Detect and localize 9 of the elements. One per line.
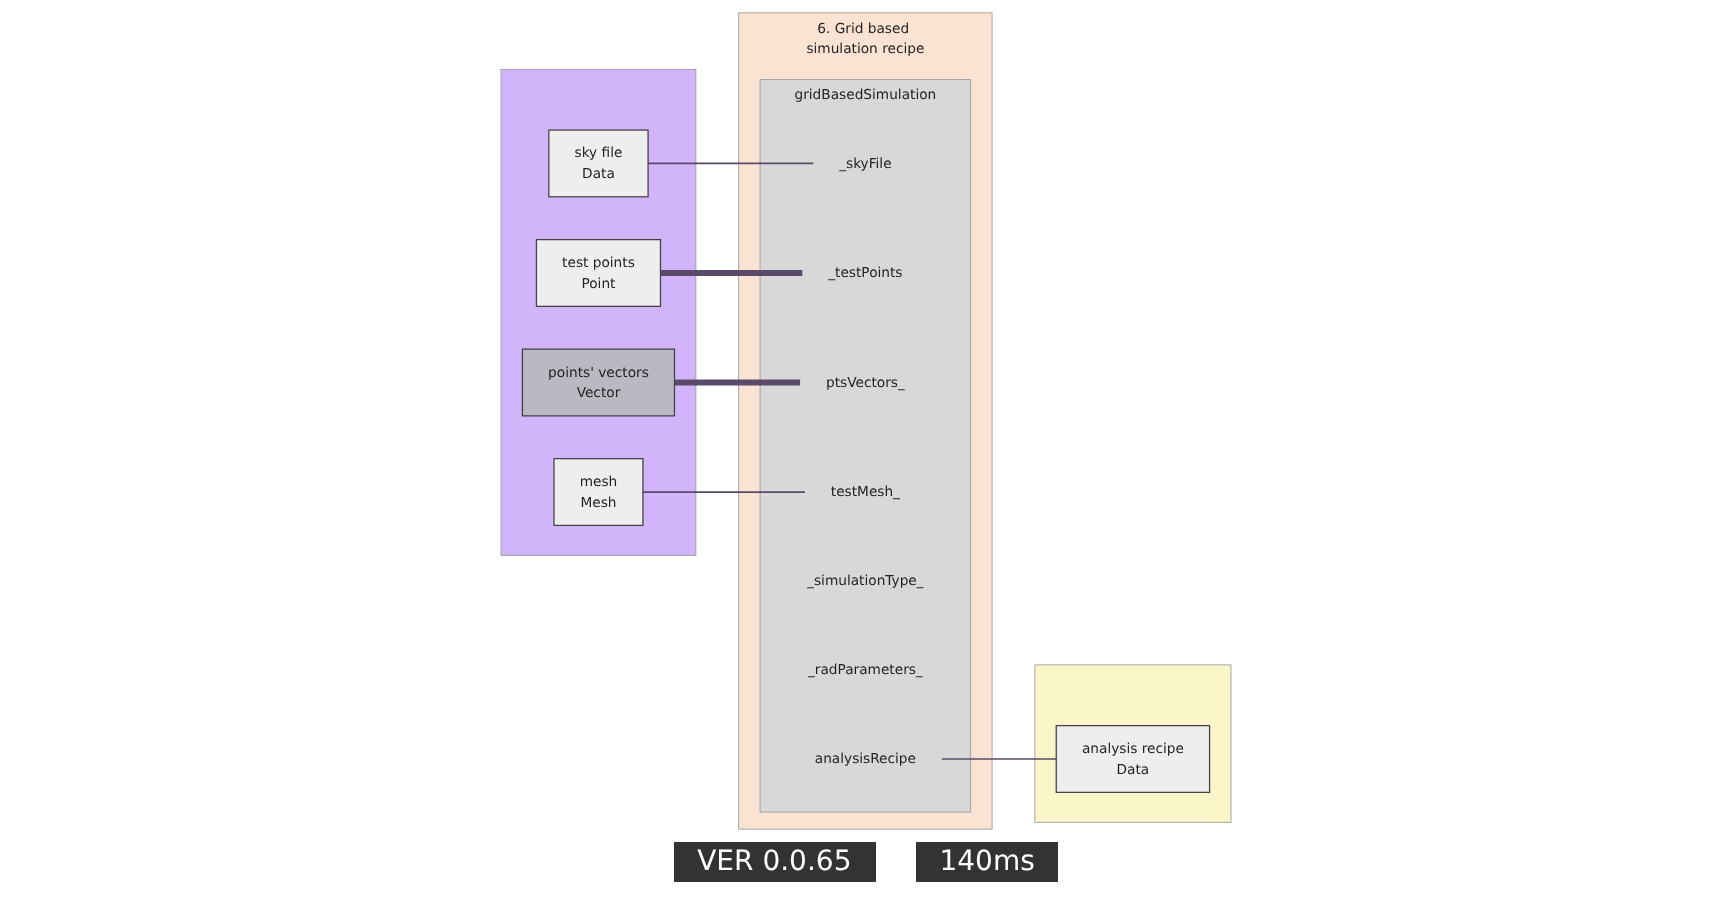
- cluster: [500, 67, 697, 555]
- connector: [647, 161, 815, 164]
- cluster: [1034, 663, 1232, 822]
- connector: [642, 490, 806, 492]
- component-footer-text: VER 0.0.65: [673, 842, 876, 882]
- component-footer-text: 140ms: [915, 842, 1059, 882]
- connector: [660, 268, 803, 275]
- connector: [674, 378, 801, 385]
- connector: [940, 757, 1058, 759]
